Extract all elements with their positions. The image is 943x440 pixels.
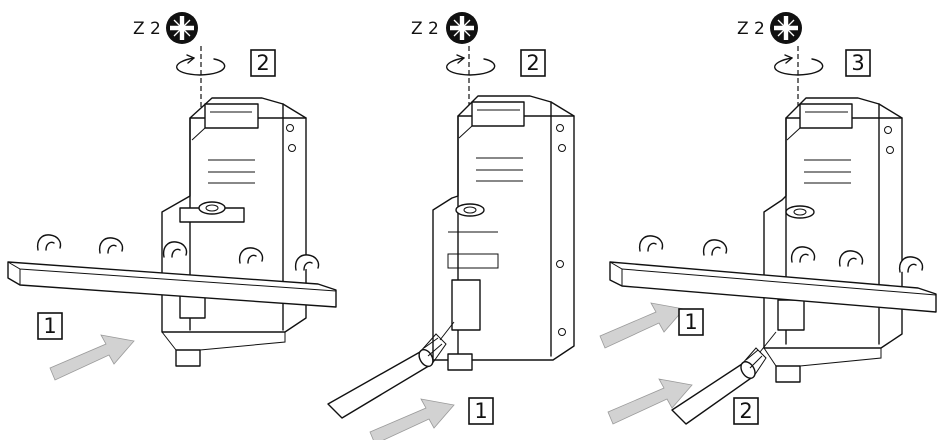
wire (671, 331, 777, 425)
insert-direction-arrow (369, 398, 455, 440)
insert-direction-arrow (49, 334, 135, 381)
busbar (7, 234, 337, 308)
step-number: 1 (684, 310, 697, 334)
step-number: 2 (256, 51, 269, 75)
circuit-breaker (432, 95, 575, 371)
panel-1: Z 2 2 (7, 11, 337, 381)
step-number: 1 (43, 314, 56, 338)
busbar (609, 235, 937, 313)
step-number: 2 (526, 51, 539, 75)
step-number: 2 (739, 399, 752, 423)
insert-direction-arrow (599, 302, 685, 349)
wire (327, 321, 455, 419)
screwdriver-icon (769, 11, 803, 45)
rotation-arrow-icon (773, 54, 824, 76)
panel-3: Z 2 3 (599, 11, 937, 425)
screwdriver-icon (445, 11, 479, 45)
screw-size-label: Z 2 (737, 19, 765, 39)
screw-size-label: Z 2 (133, 19, 161, 39)
step-number: 1 (474, 399, 487, 423)
rotation-arrow-icon (445, 54, 496, 76)
panel-2: Z 2 2 (327, 11, 575, 440)
step-number: 3 (851, 51, 864, 75)
circuit-breaker (161, 97, 307, 367)
screwdriver-icon (165, 11, 199, 45)
screw-size-label: Z 2 (411, 19, 439, 39)
circuit-breaker (763, 97, 903, 383)
